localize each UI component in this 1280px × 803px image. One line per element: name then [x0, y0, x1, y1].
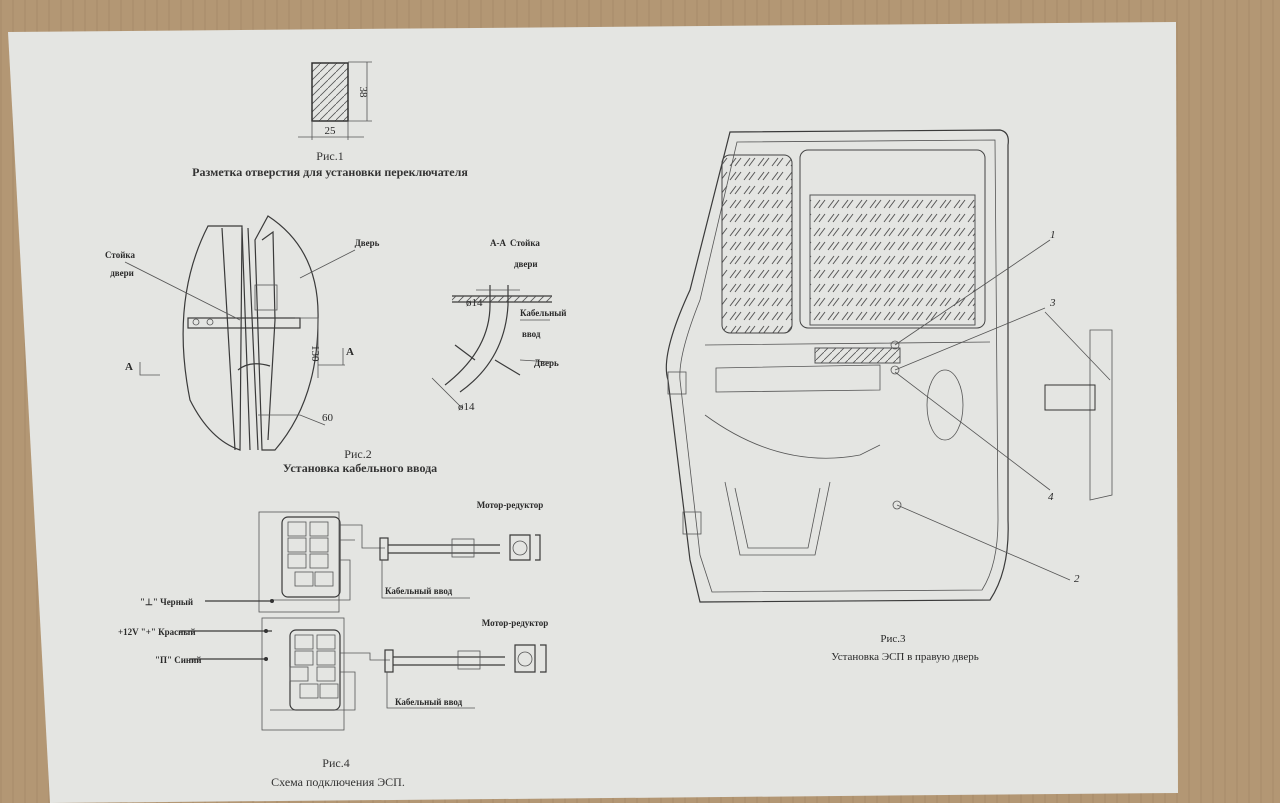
door-label: Дверь	[355, 238, 380, 248]
post-label-2: двери	[110, 268, 134, 278]
figure-2: Стойка двери Дверь A A 130 60 A-A Стойка…	[105, 215, 567, 475]
dim-width: 25	[325, 125, 337, 137]
plus-wire-label: +12V "+" Красный	[118, 627, 196, 637]
fig3-number: Рис.3	[880, 633, 906, 645]
ground-wire-label: "⊥" Черный	[140, 597, 193, 607]
section-post-2: двери	[514, 259, 538, 269]
dim-height: 38	[357, 87, 369, 99]
motor-top-label: Мотор-редуктор	[477, 500, 544, 510]
fig2-number: Рис.2	[344, 447, 371, 461]
callout-3: 3	[1049, 297, 1056, 309]
section-mark-left: A	[125, 361, 133, 373]
section-door: Дверь	[534, 358, 559, 368]
section-post-1: Стойка	[510, 238, 540, 248]
dim-130: 130	[309, 345, 321, 362]
cable-entry-2: ввод	[522, 329, 541, 339]
motor-bottom-label: Мотор-редуктор	[482, 618, 549, 628]
cable-entry-top-label: Кабельный ввод	[385, 586, 453, 596]
fig1-number: Рис.1	[316, 149, 343, 163]
cable-entry-1: Кабельный	[520, 308, 567, 318]
paper-sheet	[8, 22, 1178, 803]
diameter-top: ø14	[466, 297, 483, 309]
figure-3: 1 2 3 4 Рис.3 Установка ЭСП в правую две…	[665, 129, 1113, 663]
p-wire-label: "П" Синий	[155, 655, 202, 665]
cable-entry-bottom-label: Кабельный ввод	[395, 697, 463, 707]
fig4-number: Рис.4	[322, 756, 349, 770]
fig2-caption: Установка кабельного ввода	[283, 461, 437, 475]
section-mark-right: A	[346, 346, 354, 358]
dim-60: 60	[322, 412, 334, 424]
figure-4: Мотор-редуктор Мотор-редуктор Кабельный …	[118, 500, 548, 789]
fig3-caption: Установка ЭСП в правую дверь	[831, 651, 978, 663]
post-label-1: Стойка	[105, 250, 135, 260]
fig1-caption: Разметка отверстия для установки переклю…	[192, 165, 468, 179]
switch-hole-rect	[311, 62, 349, 122]
figure-1: 38 25 Рис.1 Разметка отверстия для устан…	[192, 61, 468, 179]
callout-2: 2	[1074, 573, 1080, 585]
fig4-caption: Схема подключения ЭСП.	[271, 775, 405, 789]
callout-4: 4	[1048, 491, 1054, 503]
callout-1: 1	[1050, 229, 1056, 241]
diameter-bottom: ø14	[458, 401, 475, 413]
section-title: A-A	[490, 238, 506, 248]
